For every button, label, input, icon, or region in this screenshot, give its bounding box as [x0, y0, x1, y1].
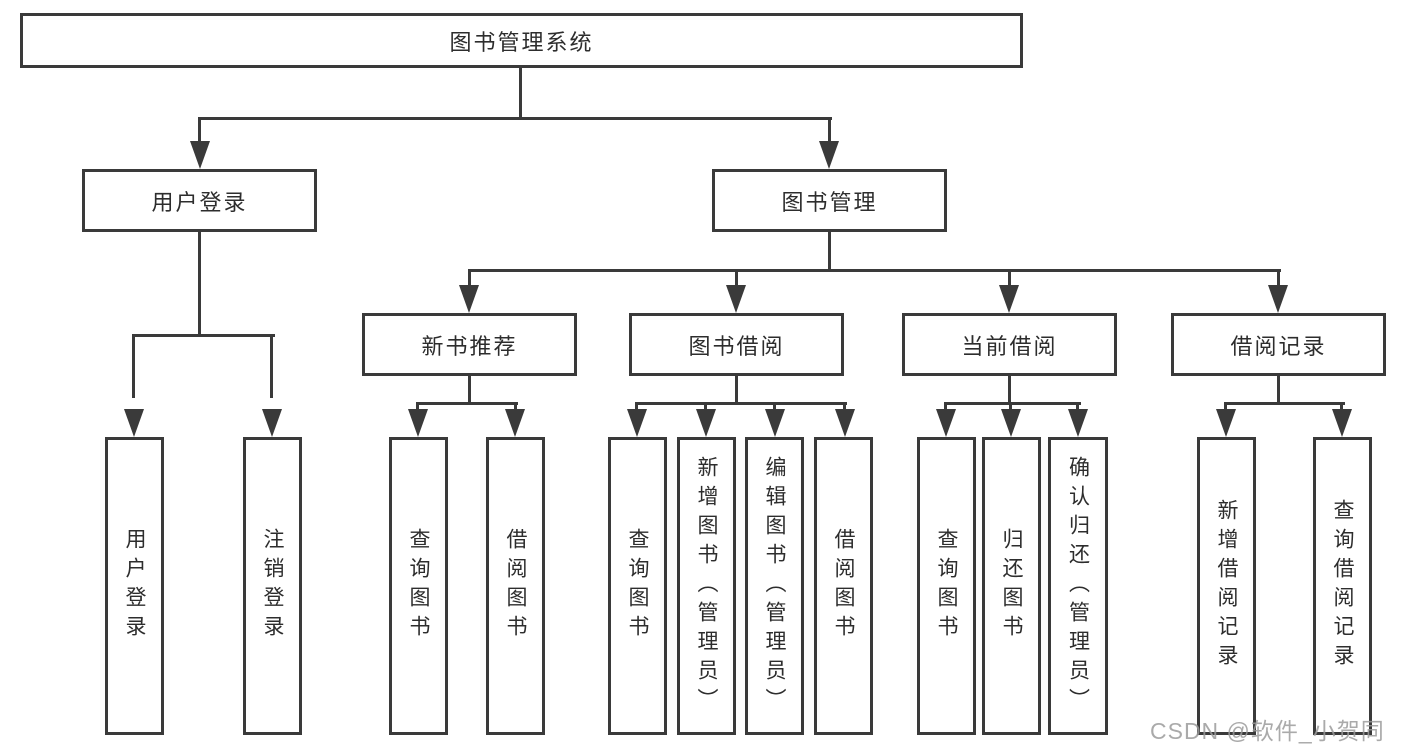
- connector-line: [1008, 376, 1011, 405]
- connector-line: [704, 402, 707, 412]
- connector-line: [1009, 402, 1012, 412]
- arrow-down-icon: [1001, 409, 1021, 437]
- arrow-down-icon: [262, 409, 282, 437]
- node-label: 借阅记录: [1230, 333, 1327, 359]
- connector-line: [468, 269, 1281, 272]
- node-label: 图书借阅: [688, 333, 785, 359]
- arrow-down-icon: [1268, 285, 1288, 313]
- leaf-borrow-books: 借阅图书: [814, 437, 873, 735]
- arrow-down-icon: [505, 409, 525, 437]
- connector-line: [468, 376, 471, 405]
- connector-line: [198, 117, 832, 120]
- arrow-down-icon: [819, 141, 839, 169]
- node-label: 查询图书: [407, 528, 430, 644]
- node-borrow-records: 借阅记录: [1171, 313, 1386, 376]
- node-label: 借阅图书: [504, 528, 527, 644]
- connector-line: [519, 66, 522, 120]
- leaf-add-borrow-record: 新增借阅记录: [1197, 437, 1256, 735]
- connector-line: [735, 269, 738, 291]
- connector-line: [944, 402, 947, 412]
- node-book-borrowing: 图书借阅: [629, 313, 844, 376]
- connector-line: [270, 334, 273, 398]
- leaf-query-borrow-record: 查询借阅记录: [1313, 437, 1372, 735]
- leaf-query-books-current: 查询图书: [917, 437, 976, 735]
- node-label: 借阅图书: [832, 528, 855, 644]
- node-book-management: 图书管理: [712, 169, 947, 232]
- node-label: 确认归还（管理员）: [1066, 455, 1090, 717]
- connector-line: [843, 402, 846, 412]
- connector-line: [828, 232, 831, 272]
- node-label: 查询图书: [626, 528, 649, 644]
- connector-line: [132, 334, 275, 337]
- connector-line: [514, 402, 517, 412]
- leaf-edit-book-admin: 编辑图书（管理员）: [745, 437, 804, 735]
- node-label: 编辑图书（管理员）: [763, 455, 786, 717]
- arrow-down-icon: [936, 409, 956, 437]
- arrow-down-icon: [1216, 409, 1236, 437]
- watermark: CSDN @软件_小贺同学: [1150, 718, 1385, 744]
- connector-line: [1224, 402, 1227, 412]
- leaf-logout: 注销登录: [243, 437, 302, 735]
- connector-line: [1076, 402, 1079, 412]
- connector-line: [635, 402, 638, 412]
- node-label: 图书管理: [781, 189, 878, 215]
- connector-line: [1008, 269, 1011, 291]
- arrow-down-icon: [459, 285, 479, 313]
- connector-line: [416, 402, 518, 405]
- connector-line: [198, 117, 201, 145]
- node-label: 当前借阅: [961, 333, 1058, 359]
- connector-line: [468, 269, 471, 291]
- leaf-return-book: 归还图书: [982, 437, 1041, 735]
- leaf-query-books-recommend: 查询图书: [389, 437, 448, 735]
- connector-line: [773, 402, 776, 412]
- connector-line: [416, 402, 419, 412]
- connector-line: [132, 334, 135, 398]
- node-label: 归还图书: [1000, 528, 1023, 644]
- arrow-down-icon: [190, 141, 210, 169]
- node-label: 用户登录: [123, 528, 146, 644]
- arrow-down-icon: [999, 285, 1019, 313]
- node-label: 用户登录: [151, 189, 248, 215]
- arrow-down-icon: [1332, 409, 1352, 437]
- leaf-confirm-return-admin: 确认归还（管理员）: [1048, 437, 1108, 735]
- node-user-login: 用户登录: [82, 169, 317, 232]
- node-label: 新增图书（管理员）: [695, 455, 718, 717]
- connector-line: [828, 117, 831, 145]
- leaf-borrow-books-recommend: 借阅图书: [486, 437, 545, 735]
- node-label: 图书管理系统: [449, 29, 594, 55]
- connector-line: [1340, 402, 1343, 412]
- connector-line: [1277, 269, 1280, 291]
- leaf-query-books-borrowing: 查询图书: [608, 437, 667, 735]
- arrow-down-icon: [835, 409, 855, 437]
- node-label: 查询图书: [935, 528, 958, 644]
- node-current-borrowing: 当前借阅: [902, 313, 1117, 376]
- node-label: 注销登录: [261, 528, 284, 644]
- arrow-down-icon: [696, 409, 716, 437]
- arrow-down-icon: [1068, 409, 1088, 437]
- connector-line: [1277, 376, 1280, 405]
- connector-line: [735, 376, 738, 405]
- connector-line: [944, 402, 1081, 405]
- arrow-down-icon: [765, 409, 785, 437]
- connector-line: [635, 402, 847, 405]
- arrow-down-icon: [627, 409, 647, 437]
- node-new-book-recommend: 新书推荐: [362, 313, 577, 376]
- leaf-user-login: 用户登录: [105, 437, 164, 735]
- arrow-down-icon: [124, 409, 144, 437]
- node-label: 查询借阅记录: [1331, 499, 1354, 673]
- arrow-down-icon: [726, 285, 746, 313]
- node-label: 新增借阅记录: [1215, 499, 1238, 673]
- arrow-down-icon: [408, 409, 428, 437]
- node-library-system: 图书管理系统: [20, 13, 1023, 68]
- connector-line: [198, 232, 201, 336]
- connector-line: [1224, 402, 1345, 405]
- leaf-add-book-admin: 新增图书（管理员）: [677, 437, 736, 735]
- node-label: 新书推荐: [421, 333, 518, 359]
